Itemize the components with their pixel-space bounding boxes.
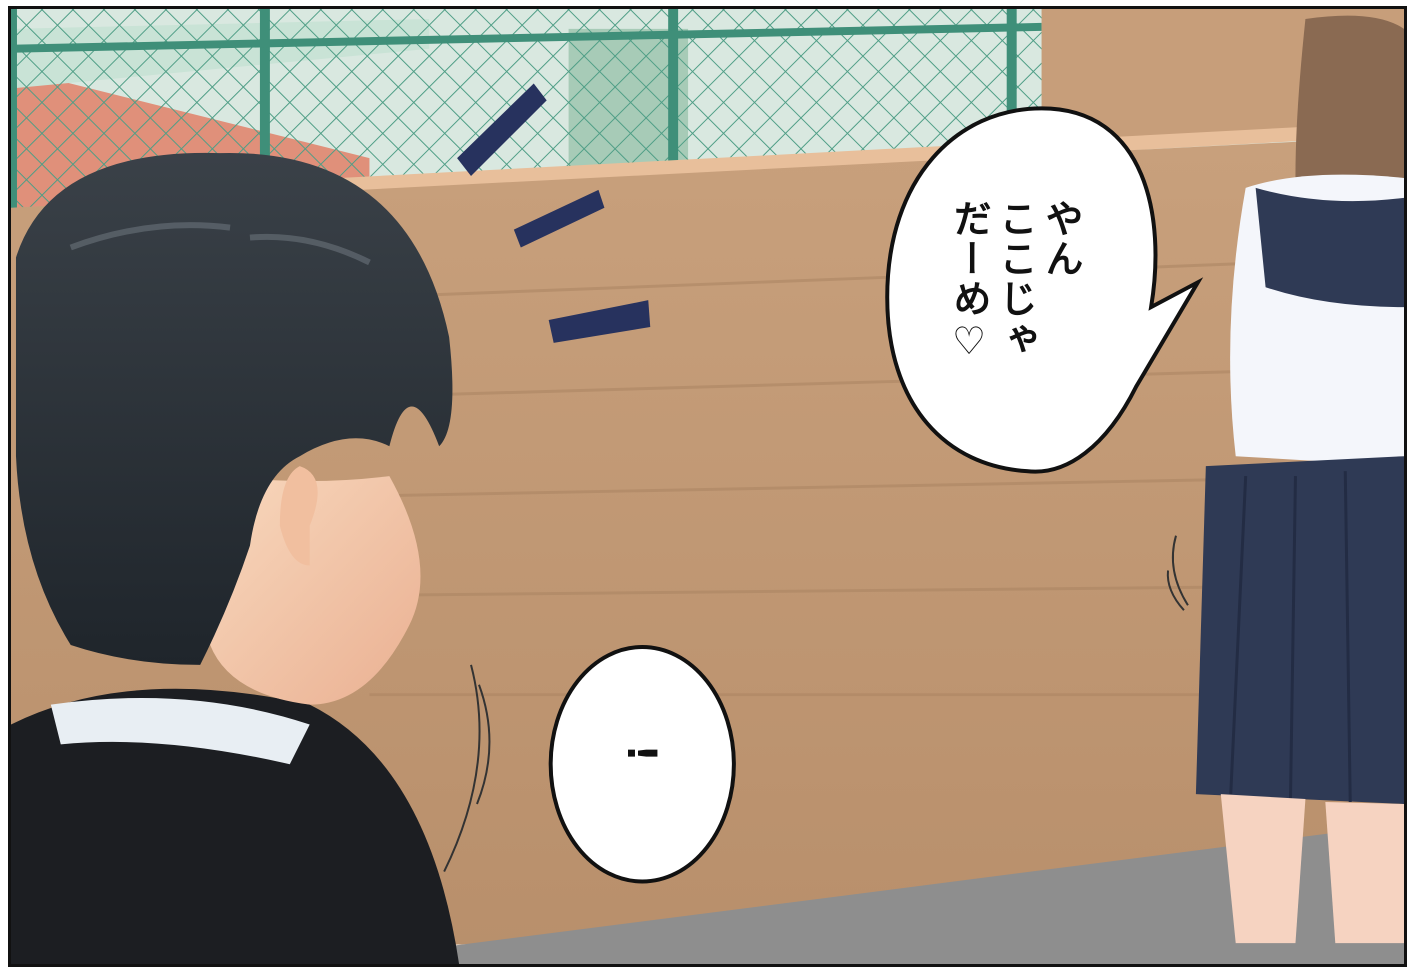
motion-marks-icon (443, 535, 1189, 873)
girl-dialogue: やん ここじゃ だーめ♡ (947, 199, 1083, 365)
boy-character (11, 152, 460, 964)
boy-exclamation: ! (618, 744, 664, 763)
girl-character (1195, 15, 1404, 944)
speed-lines-icon (457, 83, 651, 343)
panel-artwork (11, 9, 1404, 964)
speech-bubble-boy (548, 645, 736, 884)
speech-bubble-girl (885, 106, 1204, 474)
comic-panel: やん ここじゃ だーめ♡ ! (8, 6, 1407, 967)
